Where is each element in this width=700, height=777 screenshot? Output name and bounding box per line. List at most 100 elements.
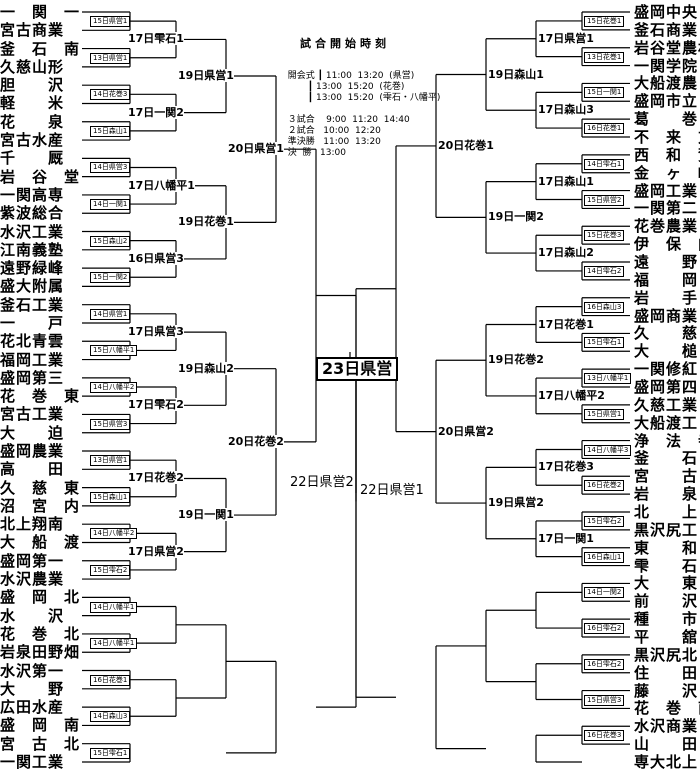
team-name: 一関高専 <box>0 185 65 204</box>
match-label: 13日花巻1 <box>584 51 625 63</box>
match-label: 14日八幡平1 <box>90 638 138 650</box>
team-name: 水沢第一 <box>0 661 65 680</box>
team-name: 北 上 <box>634 503 699 521</box>
team-name: 一関修紅 <box>634 360 699 379</box>
match-label: 15日花巻1 <box>584 15 625 27</box>
match-label: 15日八幡平1 <box>90 345 138 357</box>
team-name: 北上翔南 <box>0 515 65 534</box>
team-name: 水沢工業 <box>0 222 65 241</box>
team-name: 花 泉 <box>0 112 65 131</box>
team-name: 岩 泉 <box>634 485 699 504</box>
team-name: 盛岡第一 <box>0 551 65 570</box>
team-name: 黒沢尻工 <box>634 520 699 539</box>
match-label: 17日一関1 <box>538 531 594 545</box>
team-name: 福 岡 <box>634 270 699 289</box>
team-name: 専大北上 <box>634 753 699 771</box>
match-label: 14日花巻3 <box>90 89 131 101</box>
team-name: 一関学院 <box>634 56 699 75</box>
match-label: 14日八幡平2 <box>90 528 138 540</box>
match-label: 15日雫石1 <box>584 337 625 349</box>
match-label: 17日雫石2 <box>128 398 184 412</box>
schedule-line: 準決勝 11:00 13:20 <box>282 137 381 147</box>
team-name: 前 沢 <box>634 592 699 611</box>
match-label: 17日八幡平1 <box>128 178 195 192</box>
team-name: 西 和 賀 <box>634 145 700 164</box>
match-label: 19日森山1 <box>488 67 544 81</box>
team-name: 葛 巻 <box>634 110 699 129</box>
team-name: 山 田 <box>634 735 699 754</box>
team-name: 宮古水産 <box>0 131 65 150</box>
team-name: 盛岡農業 <box>0 442 65 461</box>
team-name: 大 船 渡 <box>0 533 81 552</box>
team-name: 一 戸 <box>0 313 65 332</box>
match-label: 15日県営1 <box>90 16 131 28</box>
team-name: 久慈工業 <box>634 395 699 414</box>
semifinal-label: 22日県営1 <box>360 483 424 499</box>
match-label: 15日一関1 <box>584 87 625 99</box>
team-name: 宮古商業 <box>0 21 65 40</box>
match-label: 16日雫石2 <box>584 658 625 670</box>
match-label: 14日八幡平1 <box>90 601 138 613</box>
match-label: 19日花巻1 <box>178 215 234 229</box>
match-label: 16日花巻1 <box>90 674 131 686</box>
schedule-lines: 開会式 ┃ 11:00 13:20 (県営) ┃ 13:00 15:20 (花巻… <box>282 71 441 159</box>
team-name: 江南義塾 <box>0 240 65 259</box>
team-name: 盛岡工業 <box>634 181 699 200</box>
schedule-panel: 試合開始時刻 開会式 ┃ 11:00 13:20 (県営) ┃ 13:00 15… <box>282 16 441 181</box>
team-name: 久 慈 <box>634 324 699 343</box>
team-name: 釜石商業 <box>634 20 699 39</box>
team-name: 盛 岡 南 <box>0 716 81 735</box>
schedule-line: ３試合 9:00 11:20 14:40 <box>282 115 410 125</box>
team-name: 黒沢尻北 <box>634 645 699 664</box>
schedule-line: ┃ 13:00 15:20 (雫石・八幡平) <box>282 93 441 103</box>
team-name: 一関工業 <box>0 753 65 771</box>
team-name: 遠 野 <box>634 253 699 271</box>
match-label: 17日花巻3 <box>538 460 594 474</box>
match-label: 14日森山3 <box>90 711 131 723</box>
match-label: 19日森山2 <box>178 361 234 375</box>
match-label: 16日県営3 <box>128 251 184 265</box>
team-name: 沼 宮 内 <box>0 496 81 515</box>
match-label: 20日県営2 <box>438 424 494 438</box>
match-label: 20日県営1 <box>228 142 284 156</box>
team-name: 藤 沢 <box>634 681 699 700</box>
team-name: 大 野 <box>0 679 65 698</box>
match-label: 16日花巻2 <box>584 480 625 492</box>
schedule-line <box>282 104 440 115</box>
match-label: 16日森山1 <box>584 551 625 563</box>
team-name: 岩 手 <box>634 288 699 307</box>
match-label: 17日森山1 <box>538 174 594 188</box>
team-name: 大 迫 <box>0 423 65 442</box>
team-name: 花 巻 北 <box>0 624 81 643</box>
team-name: 伊 保 内 <box>634 235 700 254</box>
match-label: 17日県営2 <box>128 544 184 558</box>
match-label: 14日県営1 <box>90 308 131 320</box>
team-name: 東 和 <box>634 538 699 557</box>
match-label: 17日花巻2 <box>128 471 184 485</box>
team-name: 水沢農業 <box>0 570 65 589</box>
match-label: 13日県営1 <box>90 455 131 467</box>
match-label: 15日県営3 <box>584 694 625 706</box>
team-name: 盛 岡 北 <box>0 588 81 607</box>
match-label: 20日花巻1 <box>438 138 494 152</box>
team-name: 胆 沢 <box>0 76 65 95</box>
match-label: 17日花巻1 <box>538 317 594 331</box>
match-label: 13日八幡平1 <box>584 373 632 385</box>
match-label: 14日一関1 <box>90 199 131 211</box>
match-label: 19日県営2 <box>488 496 544 510</box>
team-name: 水 沢 <box>0 606 65 625</box>
match-label: 14日県営3 <box>90 162 131 174</box>
team-name: 盛岡第三 <box>0 368 65 387</box>
team-name: 大 槌 <box>634 342 699 361</box>
team-name: 大船渡工 <box>634 413 699 432</box>
match-label: 17日八幡平2 <box>538 388 605 402</box>
match-label: 15日雫石1 <box>90 747 131 759</box>
team-name: 花 巻 東 <box>0 387 81 406</box>
match-label: 16日雫石2 <box>584 623 625 635</box>
team-name: 雫 石 <box>634 556 699 575</box>
team-name: 水沢商業 <box>634 717 699 736</box>
team-name: 広田水産 <box>0 698 65 717</box>
match-label: 15日県営3 <box>90 418 131 430</box>
